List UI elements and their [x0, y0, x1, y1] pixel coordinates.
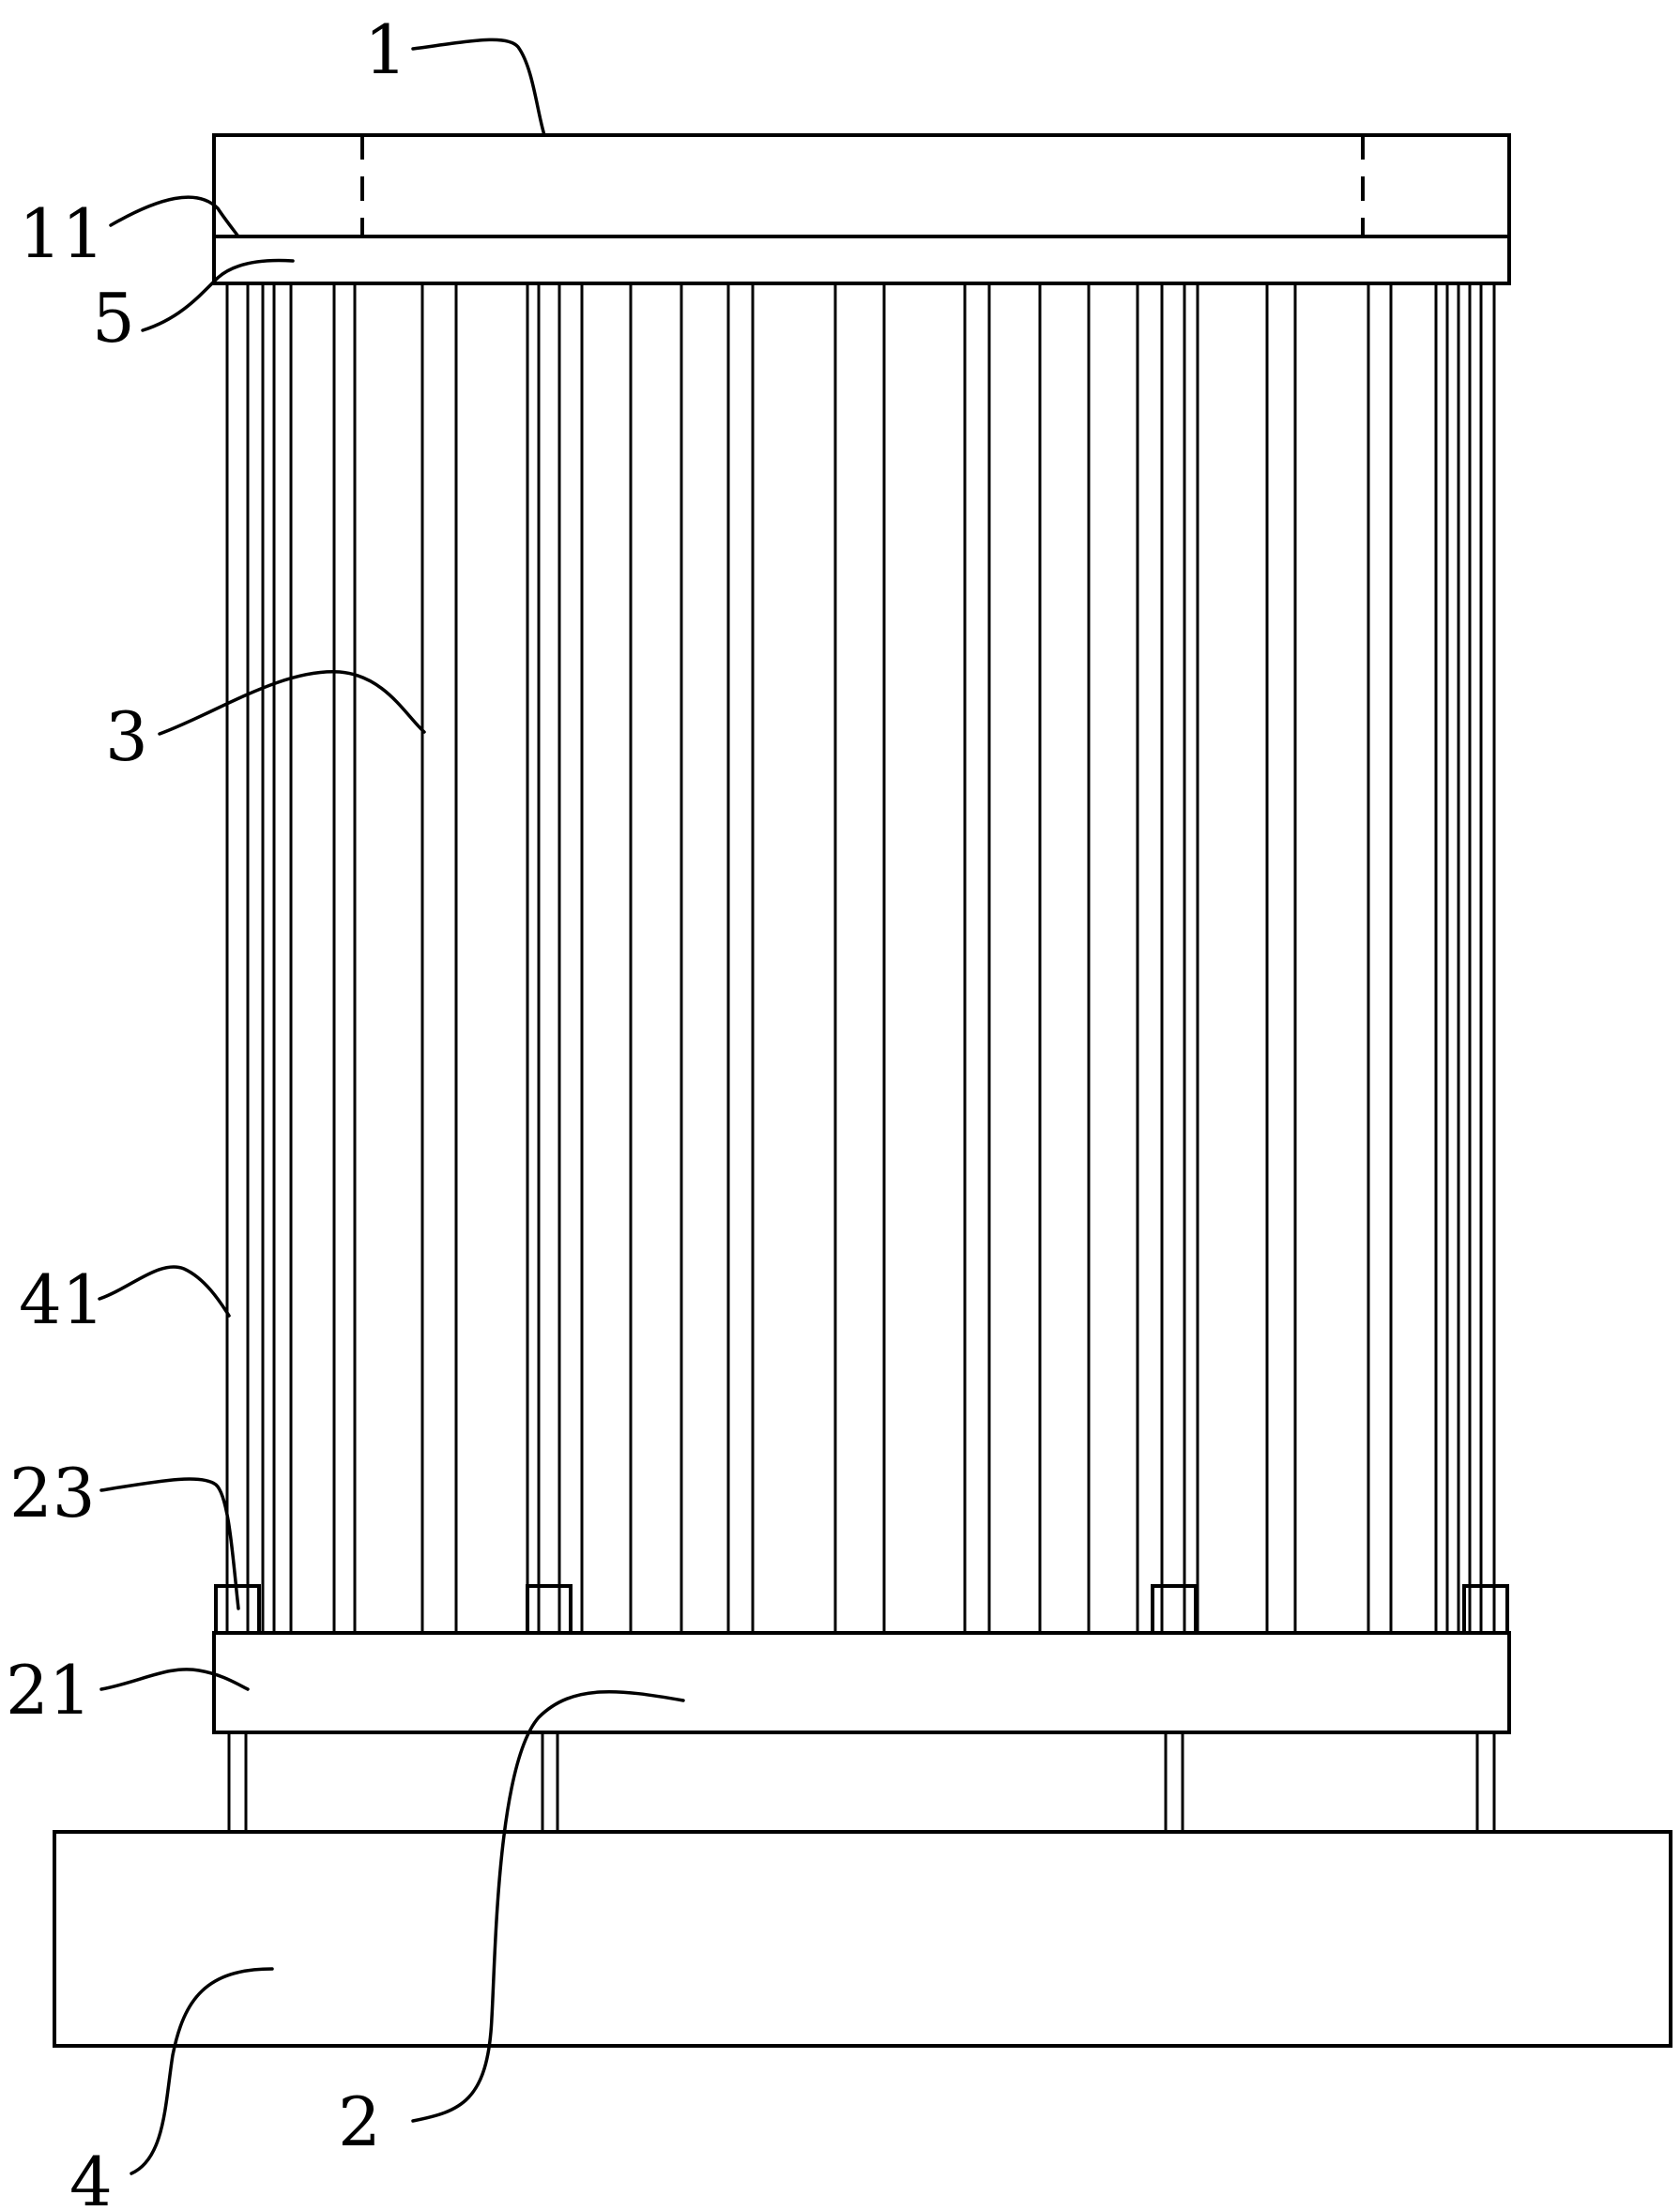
- support-legs: [227, 1732, 1496, 1832]
- leader-lines: [98, 38, 685, 2175]
- block-2: [526, 1584, 573, 1635]
- label-5: 5: [92, 279, 135, 358]
- leader-4: [130, 1967, 274, 2175]
- lower-plate: [212, 1631, 1511, 1734]
- leader-11: [109, 195, 240, 238]
- leader-3: [158, 670, 426, 736]
- base-block: [53, 1830, 1672, 2048]
- label-1: 1: [364, 10, 407, 89]
- leader-23: [99, 1477, 240, 1610]
- leader-5: [141, 258, 295, 332]
- label-21: 21: [6, 1651, 92, 1730]
- label-4: 4: [69, 2142, 113, 2211]
- leader-21: [99, 1668, 250, 1691]
- leader-2: [411, 1689, 685, 2123]
- label-2: 2: [338, 2082, 381, 2161]
- label-23: 23: [9, 1454, 96, 1532]
- upper-thin-plate: [212, 235, 1511, 285]
- reference-labels: 1 11 5 3 41 23 21 4 2: [6, 10, 407, 2211]
- top-plate: [212, 133, 1511, 238]
- block-4: [1462, 1584, 1509, 1635]
- vertical-rods: [225, 283, 1496, 1633]
- label-3: 3: [105, 697, 148, 776]
- leader-41: [98, 1265, 231, 1318]
- label-11: 11: [19, 194, 105, 273]
- leader-1: [411, 38, 546, 137]
- label-41: 41: [19, 1260, 105, 1339]
- block-3: [1151, 1584, 1198, 1635]
